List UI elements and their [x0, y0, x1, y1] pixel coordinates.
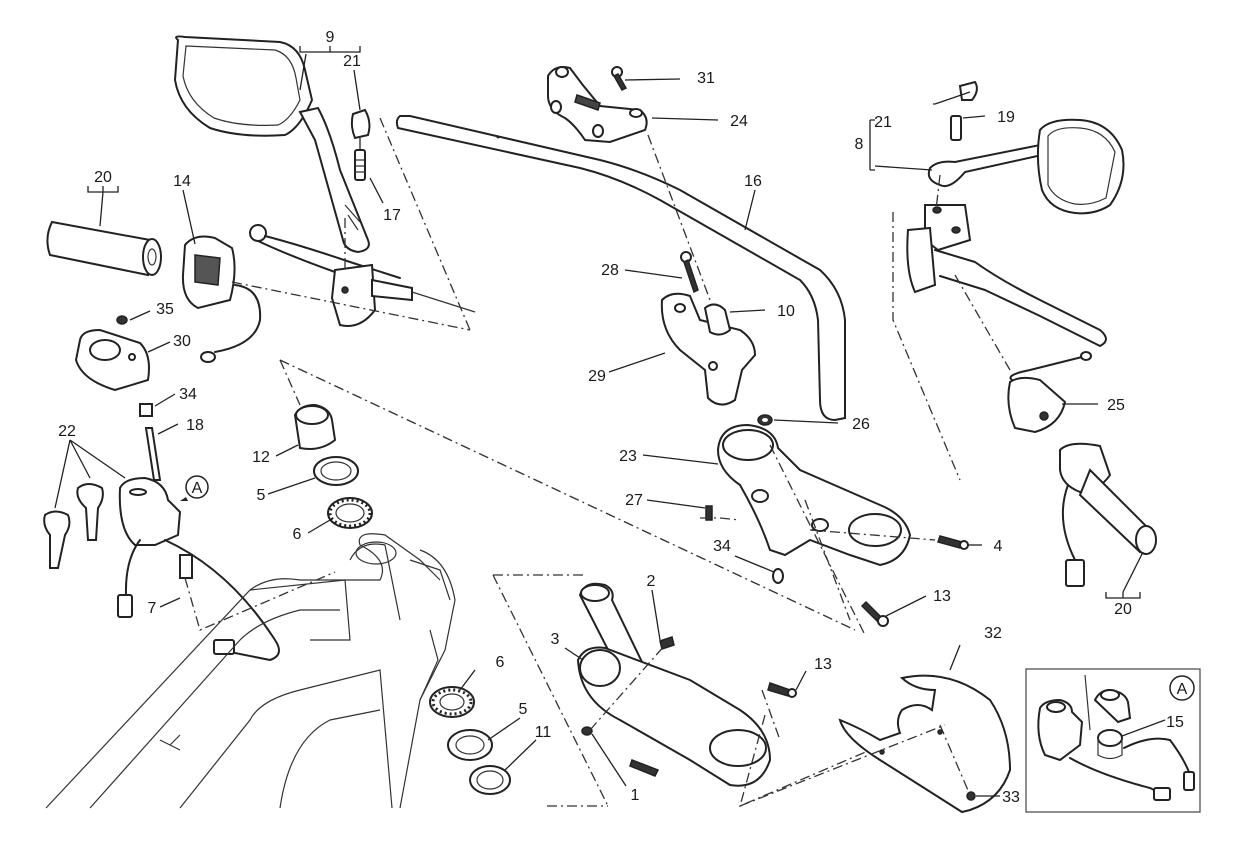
lower-clamp-bolt	[860, 600, 889, 627]
callout-11: 11	[535, 724, 552, 741]
cover-screw	[116, 315, 128, 325]
rubber-plug	[772, 568, 784, 584]
callout-31: 31	[697, 70, 715, 87]
callout-20-left: 20	[94, 169, 112, 186]
seal-ring-upper	[313, 456, 359, 486]
brake-master-cylinder	[906, 204, 1107, 347]
riser-bushing	[703, 303, 732, 336]
left-switch-housing	[181, 235, 262, 363]
callout-15: 15	[1166, 714, 1184, 731]
callout-20-right: 20	[1114, 601, 1132, 618]
callout-8: 8	[855, 136, 864, 153]
clutch-lever	[249, 224, 476, 327]
callout-14: 14	[173, 173, 191, 190]
callout-3: 3	[551, 631, 560, 648]
callout-9: 9	[326, 29, 335, 46]
seal-ring-lower	[447, 729, 493, 761]
cover-screw-33	[966, 791, 976, 801]
ignition-key-1	[43, 510, 71, 569]
callout-18: 18	[186, 417, 204, 434]
callout-2: 2	[647, 573, 656, 590]
callout-24: 24	[730, 113, 748, 130]
fork-cover	[838, 674, 1012, 814]
lower-triple-clamp	[576, 646, 772, 787]
callout-33: 33	[1002, 789, 1020, 806]
lower-riser	[660, 292, 757, 406]
left-mirror	[173, 35, 370, 254]
callout-30: 30	[173, 333, 191, 350]
bearing-lower	[429, 686, 475, 718]
mirror-cap	[350, 108, 371, 140]
callout-13-lower: 13	[814, 656, 832, 673]
callout-25: 25	[1107, 397, 1125, 414]
callout-7: 7	[148, 600, 157, 617]
callout-21-right: 21	[874, 114, 892, 131]
callout-12: 12	[252, 449, 270, 466]
stem-pin	[659, 636, 675, 650]
callout-34-right: 34	[713, 538, 731, 555]
ignition-switch	[117, 476, 280, 661]
callout-34-left: 34	[179, 386, 197, 403]
callout-16: 16	[744, 173, 762, 190]
callout-28: 28	[601, 262, 619, 279]
callout-labels: 9 21 17 20 14 35 30 34 18 22 7 12 5 6 31…	[58, 29, 1184, 806]
callout-5-upper: 5	[257, 487, 266, 504]
right-mirror	[927, 80, 1125, 215]
sleeve	[179, 554, 193, 579]
right-switch-housing	[1007, 351, 1092, 434]
mirror-screw	[354, 149, 366, 181]
fork-cap-bolt	[767, 682, 797, 698]
callout-29: 29	[588, 368, 606, 385]
throttle-grip	[1059, 442, 1157, 587]
callout-10: 10	[777, 303, 795, 320]
callout-23: 23	[619, 448, 637, 465]
callout-27: 27	[625, 492, 643, 509]
left-grip	[46, 220, 162, 277]
callout-17: 17	[383, 207, 401, 224]
upper-riser-clamp	[547, 66, 648, 144]
callout-4: 4	[994, 538, 1003, 555]
small-screw	[705, 505, 713, 521]
stem-nut	[581, 726, 593, 736]
ignition-key-2	[76, 483, 104, 541]
spacer	[139, 403, 153, 417]
callout-22: 22	[58, 423, 76, 440]
callout-21-left: 21	[343, 53, 361, 70]
ignition-cover	[74, 328, 150, 392]
ignition-lock-upper	[293, 403, 337, 450]
callout-26: 26	[852, 416, 870, 433]
bearing-upper	[327, 497, 373, 529]
callout-13-upper: 13	[933, 588, 951, 605]
clamp-bolt	[611, 66, 628, 91]
detail-a-marker: A	[180, 475, 209, 501]
riser-bolt	[680, 251, 699, 294]
ignition-bolt	[144, 427, 162, 481]
callout-6-upper: 6	[293, 526, 302, 543]
riser-nut	[757, 414, 773, 426]
upper-triple-clamp	[716, 423, 912, 567]
callout-35: 35	[156, 301, 174, 318]
inset-a-label: A	[1177, 681, 1188, 698]
callout-5-lower: 5	[519, 701, 528, 718]
clamp-pinch-bolt	[937, 535, 969, 550]
callout-6-lower: 6	[496, 654, 505, 671]
callout-32: 32	[984, 625, 1002, 642]
callout-1: 1	[631, 787, 640, 804]
leader-lines	[54, 46, 1166, 797]
inset-detail-a: A	[1025, 668, 1201, 813]
frame	[45, 533, 456, 809]
handlebar	[395, 115, 846, 422]
detail-a-label: A	[192, 480, 203, 497]
callout-19: 19	[997, 109, 1015, 126]
dust-seal	[469, 765, 511, 795]
